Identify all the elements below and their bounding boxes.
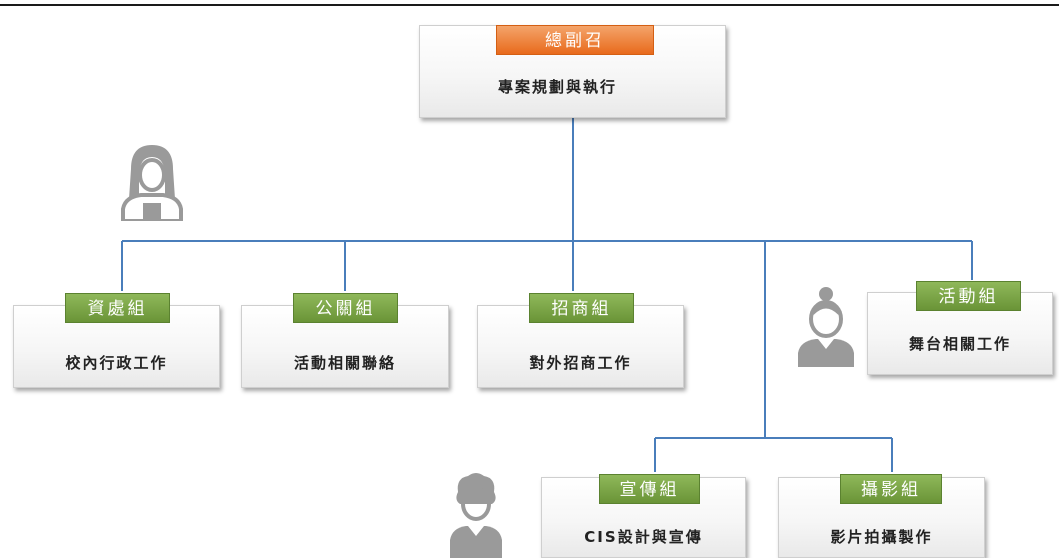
group-tag-huodong: 活動組: [916, 281, 1021, 311]
group-tag-zhaoshang: 招商組: [529, 293, 634, 323]
group-tag-gongguan: 公關組: [293, 293, 398, 323]
group-node-zhaoshang[interactable]: 招商組 對外招商工作: [477, 293, 684, 388]
group-desc-xuanchuan: CIS設計與宣傳: [584, 528, 703, 546]
group-desc-huodong: 舞台相關工作: [908, 335, 1011, 353]
group-node-xuanchuan[interactable]: 宣傳組 CIS設計與宣傳: [541, 474, 746, 558]
group-tag-zichu: 資處組: [65, 293, 170, 323]
group-node-zichu[interactable]: 資處組 校內行政工作: [13, 293, 220, 388]
group-node-gongguan[interactable]: 公關組 活動相關聯絡: [241, 293, 449, 388]
lead-node[interactable]: 總副召 專案規劃與執行: [419, 25, 726, 118]
group-node-sheying[interactable]: 攝影組 影片拍攝製作: [778, 474, 985, 558]
group-node-huodong[interactable]: 活動組 舞台相關工作: [867, 281, 1053, 375]
group-tag-sheying: 攝影組: [840, 474, 942, 504]
group-tag-xuanchuan: 宣傳組: [599, 474, 700, 504]
person-topknot-icon: [798, 287, 854, 367]
group-desc-zhaoshang: 對外招商工作: [529, 354, 632, 372]
group-desc-zichu: 校內行政工作: [65, 354, 168, 372]
group-desc-gongguan: 活動相關聯絡: [293, 354, 396, 372]
lead-title-tag: 總副召: [496, 25, 654, 55]
top-rule: [0, 4, 1059, 6]
lead-description: 專案規劃與執行: [498, 78, 618, 96]
group-desc-sheying: 影片拍攝製作: [830, 528, 933, 546]
woman-long-hair-icon: [121, 145, 183, 221]
person-curly-hair-icon: [450, 473, 502, 558]
